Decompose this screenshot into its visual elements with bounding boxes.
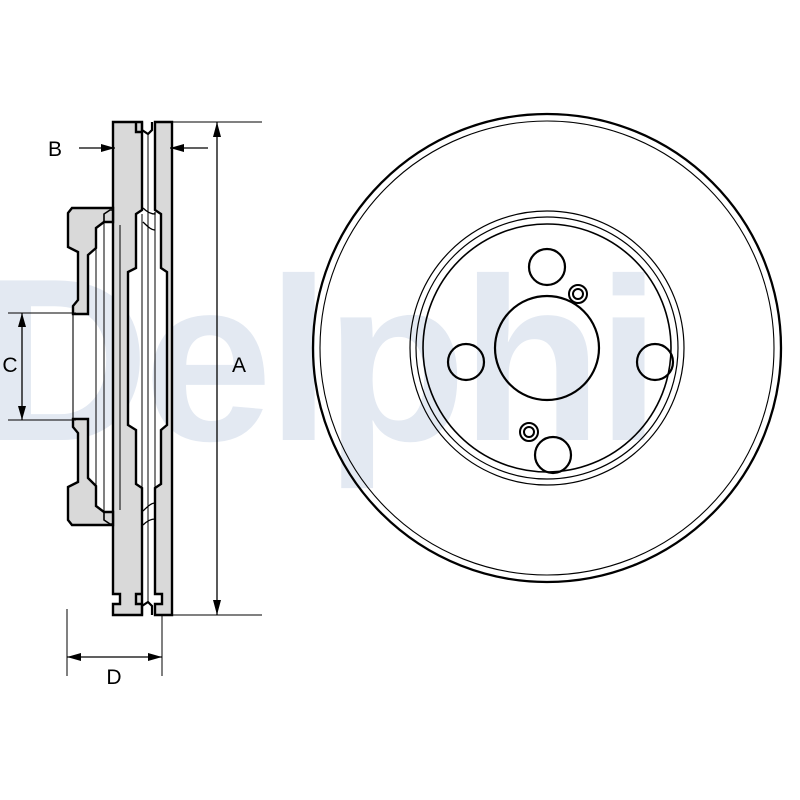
cooling-vane-upper-2	[142, 221, 156, 231]
dimension-D-label: D	[106, 666, 121, 689]
dimension-C-arrow-bottom	[18, 406, 26, 420]
disc-friction-edge	[319, 120, 775, 576]
cross-section-view	[66, 120, 174, 617]
dimension-D-arrow-right	[148, 653, 162, 661]
dimension-B-group: B	[48, 138, 208, 161]
disc-outer-edge	[311, 112, 783, 584]
dimension-D-arrow-left	[67, 653, 81, 661]
hat-step-lower	[103, 512, 113, 525]
vent-slot-bottom	[140, 600, 154, 615]
cooling-vane-lower	[142, 518, 156, 526]
locating-pin-upper-outer	[568, 284, 588, 304]
face-view	[311, 112, 783, 584]
hat-outer-ring	[409, 210, 685, 486]
dimension-C-label: C	[2, 354, 17, 377]
dimension-B-label: B	[48, 138, 62, 161]
dimension-C-arrow-top	[18, 313, 26, 327]
locating-pin-lower-outer	[519, 422, 539, 442]
bolt-hole-bottom	[533, 435, 573, 475]
watermark-group: Delphi	[0, 231, 661, 490]
dimension-D-group: D	[66, 609, 163, 689]
watermark-delphi: Delphi	[0, 231, 655, 490]
cooling-vane-lower-2	[142, 502, 156, 512]
bolt-hole-top	[527, 247, 567, 287]
vent-slot-top	[140, 122, 154, 136]
dimension-A-group: A	[172, 121, 262, 616]
dimension-A-label: A	[232, 354, 246, 377]
locating-pin-upper-inner	[572, 288, 584, 300]
hat-middle-ring	[415, 216, 679, 480]
bolt-hole-right	[635, 342, 675, 382]
hat-step-upper	[103, 209, 113, 222]
dimension-A-arrow-top	[213, 122, 221, 137]
dimension-A-arrow-bottom	[213, 600, 221, 615]
dimension-B-arrow-left	[101, 144, 115, 152]
dimension-B-arrow-right	[170, 144, 184, 152]
dimension-C-group: C	[2, 312, 76, 421]
locating-pin-lower-inner	[523, 426, 535, 438]
bolt-hole-left	[446, 342, 486, 382]
cooling-vane-upper	[142, 207, 156, 215]
center-hub-bore	[493, 294, 601, 402]
